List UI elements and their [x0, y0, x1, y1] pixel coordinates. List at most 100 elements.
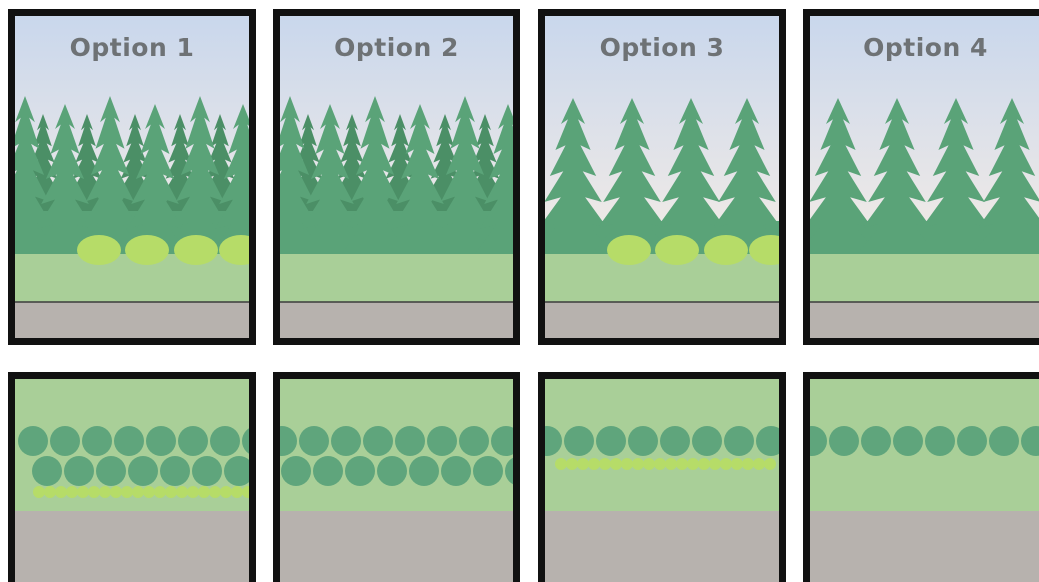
- elevation-panel-option-2: Option 2: [273, 9, 520, 345]
- elevation-panel-option-1: Option 1: [8, 9, 256, 345]
- conifer-plan-circle: [409, 456, 439, 486]
- shrub-plan-circle: [77, 486, 89, 498]
- pavement: [15, 302, 249, 345]
- shrub: [704, 235, 748, 265]
- conifer-plan-circle: [313, 456, 343, 486]
- pavement: [545, 302, 779, 345]
- shrub: [125, 235, 169, 265]
- shrub-plan-circle: [220, 486, 232, 498]
- conifer-plan-circle: [128, 456, 158, 486]
- shrub-plan-circle: [187, 486, 199, 498]
- shrub-plan-circle: [676, 458, 688, 470]
- shrub-plan-circle: [110, 486, 122, 498]
- shrub-plan-circle: [720, 458, 732, 470]
- plan-pavement: [545, 511, 779, 582]
- shrub-plan-circle: [643, 458, 655, 470]
- shrub-plan-circle: [610, 458, 622, 470]
- plan-panel-option-4: [803, 372, 1039, 582]
- plan-drawing: [810, 379, 1039, 582]
- elevation-drawing: [280, 16, 513, 345]
- conifer-plan-circle: [146, 426, 176, 456]
- shrub-plan-circle: [165, 486, 177, 498]
- option-title: Option 2: [280, 33, 513, 62]
- shrub-plan-circle: [654, 458, 666, 470]
- conifer-plan-circle: [861, 426, 891, 456]
- conifer-plan-circle: [210, 426, 240, 456]
- shrub-plan-circle: [44, 486, 56, 498]
- shrub-plan-circle: [731, 458, 743, 470]
- conifer-plan-circle: [427, 426, 457, 456]
- shrub-plan-circle: [687, 458, 699, 470]
- option-title: Option 1: [15, 33, 249, 62]
- conifer-plan-circle: [596, 426, 626, 456]
- shrub-plan-circle: [176, 486, 188, 498]
- conifer-plan-circle: [660, 426, 690, 456]
- shrub-plan-circle: [132, 486, 144, 498]
- plan-drawing: [15, 379, 249, 582]
- conifer-plan-circle: [18, 426, 48, 456]
- shrub-plan-circle: [143, 486, 155, 498]
- shrub-plan-circle: [665, 458, 677, 470]
- conifer-plan-circle: [925, 426, 955, 456]
- conifer-plan-circle: [564, 426, 594, 456]
- shrub-plan-circle: [588, 458, 600, 470]
- conifer-plan-circle: [692, 426, 722, 456]
- conifer-plan-circle: [299, 426, 329, 456]
- conifer-plan-circle: [50, 426, 80, 456]
- option-title: Option 3: [545, 33, 779, 62]
- pavement: [810, 302, 1039, 345]
- plan-pavement: [280, 511, 513, 582]
- shrub-plan-circle: [709, 458, 721, 470]
- conifer-plan-circle: [82, 426, 112, 456]
- shrub-plan-circle: [599, 458, 611, 470]
- shrub-plan-circle: [33, 486, 45, 498]
- plan-panel-option-2: [273, 372, 520, 582]
- shrub-plan-circle: [121, 486, 133, 498]
- conifer-plan-circle: [178, 426, 208, 456]
- shrub-plan-circle: [66, 486, 78, 498]
- option-title: Option 4: [810, 33, 1039, 62]
- shrub-plan-circle: [632, 458, 644, 470]
- shrub: [655, 235, 699, 265]
- shrub-plan-circle: [566, 458, 578, 470]
- conifer-plan-circle: [345, 456, 375, 486]
- plan-pavement: [810, 511, 1039, 582]
- shrub-plan-circle: [198, 486, 210, 498]
- elevation-panel-option-4: Option 4: [803, 9, 1039, 345]
- elevation-drawing: [545, 16, 779, 345]
- conifer-plan-circle: [114, 426, 144, 456]
- shrub-plan-circle: [621, 458, 633, 470]
- shrub-plan-circle: [742, 458, 754, 470]
- conifer-plan-circle: [441, 456, 471, 486]
- conifer-plan-circle: [628, 426, 658, 456]
- shrub-plan-circle: [88, 486, 100, 498]
- conifer-plan-circle: [473, 456, 503, 486]
- conifer-plan-circle: [64, 456, 94, 486]
- conifer-plan-circle: [377, 456, 407, 486]
- conifer-plan-circle: [160, 456, 190, 486]
- elevation-panel-option-3: Option 3: [538, 9, 786, 345]
- pavement: [280, 302, 513, 345]
- conifer-plan-circle: [363, 426, 393, 456]
- plan-drawing: [280, 379, 513, 582]
- shrub: [607, 235, 651, 265]
- conifer-plan-circle: [459, 426, 489, 456]
- shrub-plan-circle: [231, 486, 243, 498]
- plan-panel-option-3: [538, 372, 786, 582]
- conifer-plan-circle: [281, 456, 311, 486]
- conifer-plan-circle: [893, 426, 923, 456]
- shrub-plan-circle: [55, 486, 67, 498]
- conifer-plan-circle: [395, 426, 425, 456]
- plan-pavement: [15, 511, 249, 582]
- conifer-plan-circle: [331, 426, 361, 456]
- shrub-plan-circle: [764, 458, 776, 470]
- plan-drawing: [545, 379, 779, 582]
- elevation-drawing: [810, 16, 1039, 345]
- shrub-plan-circle: [555, 458, 567, 470]
- shrub-plan-circle: [209, 486, 221, 498]
- conifer-plan-circle: [96, 456, 126, 486]
- elevation-drawing: [15, 16, 249, 345]
- conifer-plan-circle: [32, 456, 62, 486]
- shrub-plan-circle: [753, 458, 765, 470]
- conifer-plan-circle: [957, 426, 987, 456]
